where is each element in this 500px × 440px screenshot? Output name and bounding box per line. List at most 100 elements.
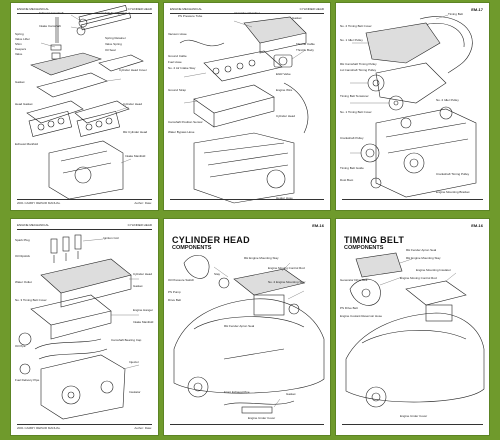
callout: Engine Mounting Bracket [436,190,470,194]
callout: Water Outlet [15,280,32,284]
callout: RH Camshaft Timing Pulley [340,62,377,66]
callout: RH Fender Apron Seal [224,324,255,328]
callout: Crankshaft Pulley [340,136,364,140]
callout: Oil Pipe [15,344,26,348]
footer-right: Author: Date: [134,201,152,205]
callout: No. 2 Air Intake Stay [168,66,196,70]
callout: Generator Drive Belt [340,278,368,282]
callout: Injector [129,360,139,364]
page-footer [342,199,483,206]
callout: Dust Boot [340,178,354,182]
callout: Crankshaft Timing Pulley [436,172,470,176]
callout: PS Drive Belt [340,306,358,310]
callout: Engine Coolant Reservoir Hose [340,314,383,318]
callout: Intake Camshaft [39,24,61,28]
callout: Cylinder Head [123,102,143,106]
footer-left: 2001 CAMRY REPAIR MANUAL [17,426,61,430]
callout: Intake Manifold [133,320,154,324]
callout: Timing Belt [448,12,463,16]
callout: Engine Moving Control Rod [400,276,437,280]
callout: Valve [15,52,23,56]
footer-right: Author: Date: [134,426,152,430]
callout: No. 2 Timing Belt Cover [340,24,372,28]
manual-page-3: EM-17 Timing Belt No. 2 Timing Belt Cove… [336,3,489,210]
callout: Engine Mounting Insulator [416,268,451,272]
callout: Keepers [15,47,27,51]
callout: Fuel Hose [168,60,182,64]
callout: Cylinder Head [133,272,153,276]
callout: Spring [15,32,24,36]
callout: Engine Under Cover [248,416,276,420]
page-subtitle: COMPONENTS [344,245,384,251]
callout: Engine Wire [276,88,293,92]
callout: Cylinder Head Cover [119,68,147,72]
callout: Throttle Body [296,48,314,52]
manual-page-1: ENGINE MECHANICAL CYLINDER HEAD Exhaust [11,3,158,210]
callout: Camshaft Bearing Cap [111,338,142,342]
callout: Ignition Coil [103,236,119,240]
exploded-diagram [26,5,144,200]
callout: RH Fender Apron Seal [406,248,437,252]
callout: Vacuum Hose [168,32,187,36]
header-left: ENGINE MECHANICAL [17,7,50,11]
header-left: ENGINE MECHANICAL [17,223,50,227]
manual-page-6: EM-16 TIMING BELT COMPONENTS RH Fender A… [336,219,489,435]
header-right: CYLINDER HEAD [127,7,152,11]
callout: EGR Valve [276,72,291,76]
callout: Head Gasket [15,102,33,106]
callout: Air Intake Chamber [234,11,260,15]
callout: Spring Retainer [105,36,126,40]
callout: Timing Belt Tensioner [340,94,369,98]
page-footer: 2001 CAMRY REPAIR MANUAL Author: Date: [17,199,152,206]
callout: No. 1 Idler Pulley [340,38,363,42]
page-header: ENGINE MECHANICAL CYLINDER HEAD [170,7,324,14]
callout: Intake Manifold [125,154,146,158]
exploded-diagram [173,254,325,414]
callout: Drive Belt [168,298,182,302]
callout: LH Camshaft Timing Pulley [340,68,377,72]
page-number: EM-16 [312,223,324,228]
callout: Heater Hose [276,196,293,200]
callout: Camshaft Position Sensor [168,120,203,124]
callout: Gasket [133,284,143,288]
page-header: ENGINE MECHANICAL CYLINDER HEAD [17,223,152,230]
page-footer [170,424,324,431]
page-footer: 2001 CAMRY REPAIR MANUAL Author: Date: [17,424,152,431]
callout: Oil Seal [105,48,116,52]
callout: Shim [15,42,22,46]
page-subtitle: COMPONENTS [172,245,212,251]
callout: No. 1 Timing Belt Cover [340,110,372,114]
callout: No. 2 Engine Mounting Stay [268,280,306,284]
callout: RH Engine Mounting Stay [406,256,441,260]
callout: Exhaust Camshaft [39,11,64,15]
page-number: EM-17 [471,7,483,12]
callout: Gasket [15,80,25,84]
exploded-diagram [179,16,309,204]
callout: Cylinder Head [276,114,296,118]
header-right: CYLINDER HEAD [127,223,152,227]
callout: Valve Spring [105,42,122,46]
manual-page-4: ENGINE MECHANICAL CYLINDER HEAD Spark Pl… [11,219,158,435]
exploded-diagram [345,252,485,408]
page-footer [342,424,483,431]
callout: RH Cylinder Head [123,130,148,134]
page-footer [170,199,324,206]
page-number: EM-16 [471,223,483,228]
callout: Camshaft Timing Gear [97,11,128,15]
header-right: CYLINDER HEAD [299,7,324,11]
page-title: TIMING BELT [344,235,405,245]
callout: Gasket [286,392,296,396]
manual-page-2: ENGINE MECHANICAL CYLINDER HEAD PS Press… [164,3,330,210]
page-header: ENGINE MECHANICAL CYLINDER HEAD [17,7,152,14]
page-title: CYLINDER HEAD [172,235,250,245]
callout: PS Pressure Tube [178,14,203,18]
callout: No. 2 Idler Pulley [436,98,459,102]
callout: Spark Plug [15,238,30,242]
callout: Oil Pressure Switch [168,278,195,282]
callout: Insulator [129,390,141,394]
callout: Fuel Delivery Pipe [15,378,40,382]
callout: Oil Dipstick [15,254,31,258]
callout: Gasket [292,16,302,20]
callout: PS Pump [168,290,181,294]
callout: RH Engine Mounting Stay [244,256,279,260]
